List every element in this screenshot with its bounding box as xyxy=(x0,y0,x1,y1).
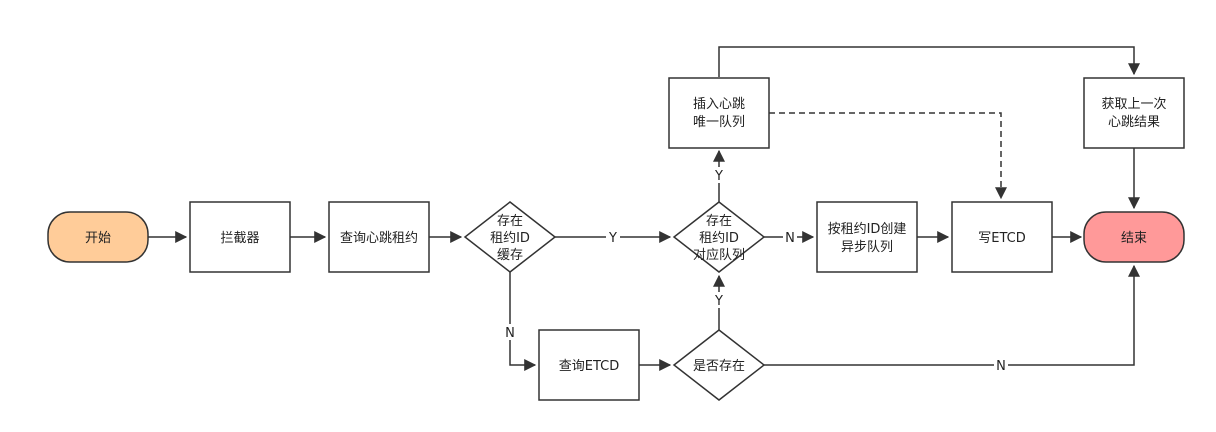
node-query-lease: 查询心跳租约 xyxy=(328,201,430,273)
label-bg xyxy=(712,292,726,308)
create-queue-line-1: 按租约ID创建 xyxy=(828,222,907,237)
node-queue-check: 存在 租约ID 对应队列 xyxy=(672,201,766,273)
node-start: 开始 xyxy=(47,211,149,263)
label-bg xyxy=(712,167,726,183)
queue-check-line-1: 存在 xyxy=(706,214,732,229)
insert-queue-line-2: 唯一队列 xyxy=(693,115,745,130)
node-get-result: 获取上一次 心跳结果 xyxy=(1083,77,1185,149)
edge-label-cache-yes: Y xyxy=(608,231,617,246)
label-bg xyxy=(994,357,1008,373)
exists-check-shape xyxy=(672,329,766,401)
edge-label-exists-no: N xyxy=(996,359,1006,374)
cache-check-line-2: 租约ID xyxy=(490,231,530,246)
start-shape xyxy=(47,211,149,263)
node-end: 结束 xyxy=(1083,211,1185,263)
edge-exists-no xyxy=(764,264,1140,366)
interceptor-label: 拦截器 xyxy=(220,231,259,246)
edge-insert-write-dashed xyxy=(769,112,1007,200)
insert-queue-line-1: 插入心跳 xyxy=(693,97,745,112)
get-result-line-1: 获取上一次 xyxy=(1101,96,1166,112)
queue-check-shape xyxy=(672,201,766,273)
exists-check-label: 是否存在 xyxy=(693,359,745,374)
node-query-etcd: 查询ETCD xyxy=(538,329,640,401)
end-label: 结束 xyxy=(1121,231,1147,246)
query-etcd-shape xyxy=(538,329,640,401)
edge-label-cache-no: N xyxy=(505,326,515,341)
get-result-shape xyxy=(1083,77,1185,149)
edge-insert-result xyxy=(718,46,1140,77)
create-queue-line-2: 异步队列 xyxy=(841,240,893,255)
node-interceptor: 拦截器 xyxy=(189,201,291,273)
interceptor-shape xyxy=(189,201,291,273)
node-write-etcd: 写ETCD xyxy=(951,201,1053,273)
cache-check-line-3: 缓存 xyxy=(497,248,523,263)
cache-check-line-1: 存在 xyxy=(497,214,523,229)
node-cache-check: 存在 租约ID 缓存 xyxy=(463,201,557,273)
node-insert-queue: 插入心跳 唯一队列 xyxy=(668,77,770,149)
queue-check-line-2: 租约ID xyxy=(699,231,739,246)
edge-label-exists-yes: Y xyxy=(714,294,723,309)
cache-check-shape xyxy=(463,201,557,273)
write-etcd-label: 写ETCD xyxy=(978,231,1025,246)
end-shape xyxy=(1083,211,1185,263)
queue-check-line-3: 对应队列 xyxy=(693,247,745,263)
node-exists-check: 是否存在 xyxy=(672,329,766,401)
node-create-queue: 按租约ID创建 异步队列 xyxy=(816,201,918,273)
query-lease-label: 查询心跳租约 xyxy=(340,231,418,246)
label-bg xyxy=(606,229,620,245)
label-bg xyxy=(783,229,797,245)
write-etcd-shape xyxy=(951,201,1053,273)
get-result-line-2: 心跳结果 xyxy=(1108,115,1160,130)
label-bg xyxy=(503,324,517,340)
insert-queue-shape xyxy=(668,77,770,149)
create-queue-shape xyxy=(816,201,918,273)
query-etcd-label: 查询ETCD xyxy=(559,359,619,374)
query-lease-shape xyxy=(328,201,430,273)
edge-label-queue-no: N xyxy=(785,231,795,246)
edge-label-queue-yes: Y xyxy=(714,169,723,184)
start-label: 开始 xyxy=(85,231,111,246)
edge-cache-no xyxy=(509,272,537,371)
